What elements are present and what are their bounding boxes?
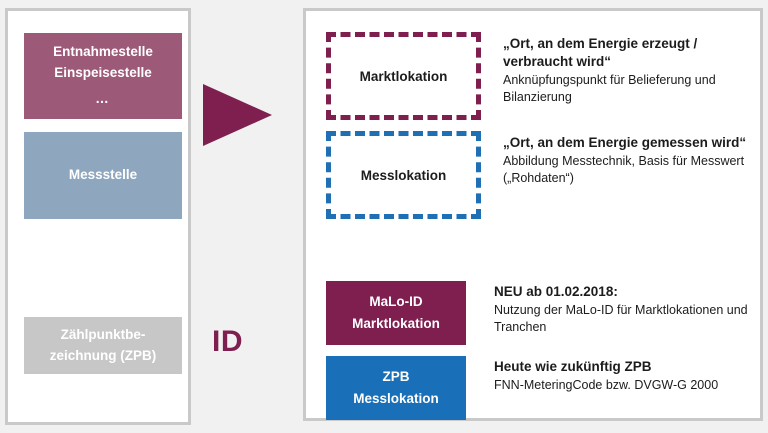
tag-messlokation-label: Messlokation (360, 167, 447, 183)
block-zaehlpunktbezeichnung: Zählpunktbe- zeichnung (ZPB) (24, 317, 182, 374)
tag-zpb-line2: Messlokation (353, 391, 439, 406)
desc-malo-id: NEU ab 01.02.2018: Nutzung der MaLo-ID f… (494, 281, 760, 336)
left-panel: Entnahmestelle Einspeisestelle … Messste… (5, 8, 191, 425)
desc-malo-id-title: NEU ab 01.02.2018: (494, 284, 618, 299)
block-entnahmestelle-line1: Entnahmestelle (53, 43, 153, 59)
tag-malo-id: MaLo-ID Marktlokation (326, 281, 466, 345)
id-label: ID (212, 325, 243, 358)
row-zpb: ZPB Messlokation Heute wie zukünftig ZPB… (326, 356, 718, 420)
row-messlokation: Messlokation „Ort, an dem Energie gemess… (326, 131, 760, 219)
desc-malo-id-body: Nutzung der MaLo-ID für Marktlokationen … (494, 302, 748, 335)
desc-messlokation-body: Abbildung Messtechnik, Basis für Messwer… (503, 153, 745, 186)
block-messstelle-label: Messstelle (68, 167, 138, 183)
block-messstelle: Messstelle (24, 132, 182, 219)
tag-marktlokation-label: Marktlokation (359, 68, 448, 84)
desc-zpb: Heute wie zukünftig ZPB FNN-MeteringCode… (494, 356, 718, 394)
desc-zpb-title: Heute wie zukünftig ZPB (494, 359, 652, 374)
desc-messlokation: „Ort, an dem Energie gemessen wird“ Abbi… (503, 131, 760, 187)
arrow-right-triangle-icon (203, 84, 272, 146)
desc-marktlokation-body: Anknüpfungspunkt für Belieferung und Bil… (503, 72, 716, 104)
tag-zpb: ZPB Messlokation (326, 356, 466, 420)
desc-marktlokation: „Ort, an dem Energie erzeugt / verbrauch… (503, 32, 760, 106)
desc-marktlokation-title: „Ort, an dem Energie erzeugt / verbrauch… (503, 36, 698, 69)
block-zpb-line2: zeichnung (ZPB) (49, 347, 157, 363)
tag-malo-id-line2: Marktlokation (352, 316, 440, 331)
block-entnahmestelle-einspeisestelle: Entnahmestelle Einspeisestelle … (24, 33, 182, 119)
tag-marktlokation: Marktlokation (326, 32, 481, 120)
desc-zpb-body: FNN-MeteringCode bzw. DVGW-G 2000 (494, 377, 719, 392)
row-marktlokation: Marktlokation „Ort, an dem Energie erzeu… (326, 32, 760, 120)
tag-zpb-line1: ZPB (382, 368, 410, 384)
block-zpb-line1: Zählpunktbe- (60, 326, 146, 342)
desc-messlokation-title: „Ort, an dem Energie gemessen wird“ (503, 135, 747, 150)
right-panel: Marktlokation „Ort, an dem Energie erzeu… (303, 8, 763, 421)
block-entnahmestelle-line2: Einspeisestelle (54, 64, 152, 80)
tag-malo-id-line1: MaLo-ID (369, 293, 423, 309)
row-malo-id: MaLo-ID Marktlokation NEU ab 01.02.2018:… (326, 281, 760, 345)
block-entnahmestelle-ellipsis: … (95, 91, 111, 107)
tag-messlokation: Messlokation (326, 131, 481, 219)
